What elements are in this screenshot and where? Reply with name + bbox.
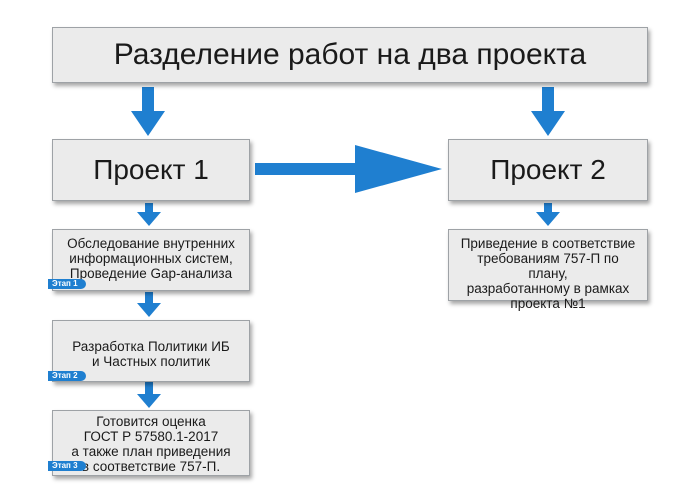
arrow-stage2-to-stage3: [137, 382, 161, 408]
project2-result-box: Приведение в соответствие требованиям 75…: [448, 229, 648, 311]
stage2-box: Разработка Политики ИБ и Частных политик: [52, 320, 250, 382]
stage1-box: Обследование внутренних информационных с…: [52, 229, 250, 291]
diagram-title: Разделение работ на два проекта: [113, 38, 587, 71]
arrow-title-to-project1: [131, 87, 165, 136]
project1-title: Проект 1: [93, 154, 209, 185]
stage3-text: Готовится оценка ГОСТ Р 57580.1-2017 а т…: [71, 414, 231, 474]
arrow-title-to-project2: [531, 87, 565, 136]
stage2-badge: Этап 2: [48, 371, 86, 381]
arrow-project2-to-result: [536, 203, 560, 226]
stage1-badge: Этап 1: [48, 279, 86, 289]
stage3-box: Готовится оценка ГОСТ Р 57580.1-2017 а т…: [52, 410, 250, 476]
arrow-project1-to-stage1: [137, 203, 161, 226]
project2-box: Проект 2: [448, 139, 648, 201]
project1-box: Проект 1: [52, 139, 250, 201]
stage3-badge: Этап 3: [48, 461, 86, 471]
stage1-text: Обследование внутренних информационных с…: [67, 236, 235, 281]
project2-result-text: Приведение в соответствие требованиям 75…: [460, 236, 636, 311]
stage2-text: Разработка Политики ИБ и Частных политик: [72, 339, 230, 369]
arrow-stage1-to-stage2: [137, 292, 161, 317]
arrow-project1-to-project2: [255, 145, 442, 193]
title-box: Разделение работ на два проекта: [52, 27, 648, 83]
project2-title: Проект 2: [490, 154, 606, 185]
